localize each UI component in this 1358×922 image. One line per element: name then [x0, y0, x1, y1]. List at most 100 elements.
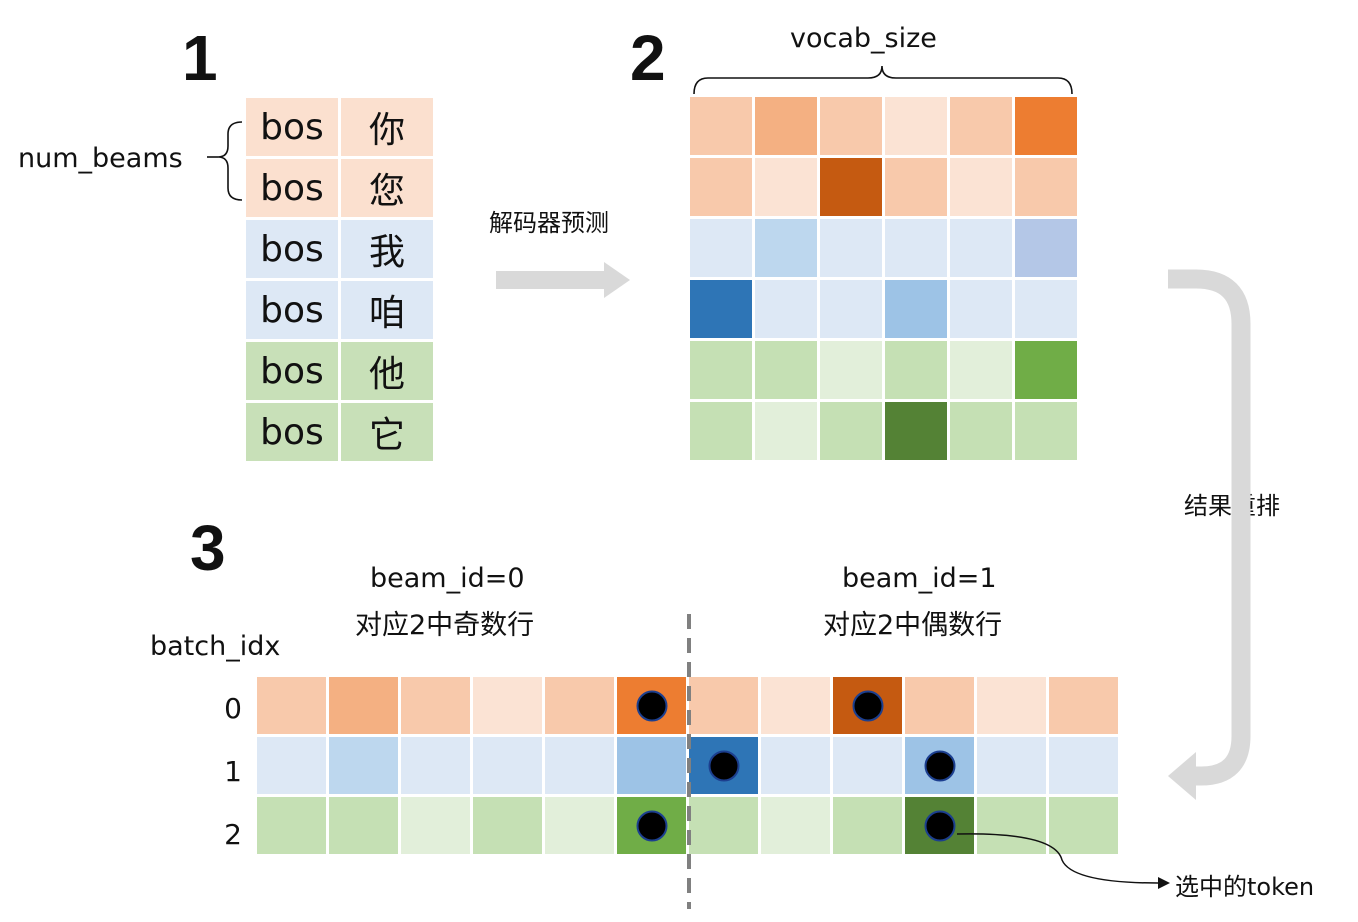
- beam-word-cell: 我: [341, 220, 433, 278]
- batch-score-cell: [401, 797, 470, 854]
- batch-row-label-2: 2: [224, 818, 242, 851]
- beam-token-cell: bos: [246, 403, 338, 461]
- batch-score-cell: [473, 677, 542, 734]
- batch-score-cell: [1049, 797, 1118, 854]
- vocab-score-cell: [885, 158, 947, 216]
- vocab-score-cell: [885, 97, 947, 155]
- batch-score-cell: [905, 677, 974, 734]
- batch-score-cell: [761, 677, 830, 734]
- batch-score-cell: [689, 797, 758, 854]
- vocab-score-cell: [690, 280, 752, 338]
- vocab-score-cell: [1015, 219, 1077, 277]
- beam-token-cell: bos: [246, 281, 338, 339]
- batch-score-cell: [473, 797, 542, 854]
- vocab-score-cell: [690, 158, 752, 216]
- beam-token-cell: bos: [246, 220, 338, 278]
- vocab-score-cell: [755, 97, 817, 155]
- vocab-score-cell: [950, 158, 1012, 216]
- beam-token-cell: bos: [246, 159, 338, 217]
- vocab-score-cell: [755, 402, 817, 460]
- prediction-grid: [690, 97, 1077, 460]
- step-1-number: 1: [182, 22, 218, 94]
- step-2-number: 2: [630, 22, 666, 94]
- batch-row-label-0: 0: [224, 692, 242, 725]
- batch-score-cell: [689, 677, 758, 734]
- vocab-score-cell: [755, 280, 817, 338]
- vocab-score-cell: [950, 219, 1012, 277]
- beam-word-cell: 你: [341, 98, 433, 156]
- batch-score-cell: [1049, 677, 1118, 734]
- selected-token-dot: [708, 750, 739, 781]
- selected-pointer-line: [956, 833, 1159, 884]
- decoder-arrow: [496, 262, 630, 298]
- vocab-score-cell: [950, 402, 1012, 460]
- vocab-score-cell: [690, 402, 752, 460]
- beam1-title: beam_id=1: [842, 563, 997, 594]
- selected-token-dot: [636, 690, 667, 721]
- vocab-score-cell: [755, 158, 817, 216]
- num-beams-label: num_beams: [18, 143, 183, 174]
- batch-score-cell: [905, 797, 974, 854]
- beam-word-cell: 您: [341, 159, 433, 217]
- vocab-score-cell: [820, 280, 882, 338]
- batch-score-cell: [761, 797, 830, 854]
- vocab-score-cell: [885, 280, 947, 338]
- batch-score-cell: [1049, 737, 1118, 794]
- batch-score-cell: [257, 677, 326, 734]
- vocab-score-cell: [950, 97, 1012, 155]
- batch-score-cell: [545, 797, 614, 854]
- selected-token-dot: [636, 810, 667, 841]
- selected-pointer-arrowhead: [1158, 877, 1170, 889]
- batch-score-cell: [329, 797, 398, 854]
- batch-score-cell: [617, 677, 686, 734]
- batch-score-cell: [833, 737, 902, 794]
- selected-token-dot: [852, 690, 883, 721]
- step-3-number: 3: [190, 512, 226, 584]
- batch-score-cell: [401, 677, 470, 734]
- vocab-score-cell: [1015, 97, 1077, 155]
- batch-score-cell: [257, 797, 326, 854]
- beam0-subtitle: 对应2中奇数行: [355, 610, 535, 641]
- reorder-arrowhead: [1168, 752, 1196, 800]
- batch-score-cell: [977, 737, 1046, 794]
- vocab-score-cell: [755, 219, 817, 277]
- vocab-score-cell: [1015, 280, 1077, 338]
- batch-score-cell: [473, 737, 542, 794]
- batch-score-cell: [977, 677, 1046, 734]
- batch-score-cell: [977, 797, 1046, 854]
- batch-score-cell: [545, 737, 614, 794]
- vocab-score-cell: [1015, 341, 1077, 399]
- vocab-score-cell: [950, 280, 1012, 338]
- vocab-score-cell: [820, 402, 882, 460]
- vocab-score-cell: [1015, 158, 1077, 216]
- batch-score-cell: [545, 677, 614, 734]
- vocab-score-cell: [690, 219, 752, 277]
- batch-score-cell: [833, 677, 902, 734]
- batch-score-cell: [905, 737, 974, 794]
- vocab-score-cell: [820, 219, 882, 277]
- beam1-subtitle: 对应2中偶数行: [823, 610, 1003, 641]
- vocab-score-cell: [885, 402, 947, 460]
- vocab-size-brace: [693, 65, 1073, 95]
- vocab-score-cell: [885, 219, 947, 277]
- batch-score-cell: [401, 737, 470, 794]
- batch-score-cell: [617, 797, 686, 854]
- batch-score-cell: [689, 737, 758, 794]
- beam-token-cell: bos: [246, 98, 338, 156]
- num-beams-brace: [217, 121, 243, 201]
- selected-token-dot: [924, 810, 955, 841]
- vocab-size-label: vocab_size: [790, 23, 937, 54]
- batch-score-cell: [329, 737, 398, 794]
- beam-word-cell: 他: [341, 342, 433, 400]
- batch-score-cell: [833, 797, 902, 854]
- batch-score-cell: [617, 737, 686, 794]
- batch-row-label-1: 1: [224, 755, 242, 788]
- vocab-score-cell: [820, 158, 882, 216]
- vocab-score-cell: [1015, 402, 1077, 460]
- selected-token-label: 选中的token: [1175, 873, 1315, 901]
- batch-score-cell: [329, 677, 398, 734]
- vocab-score-cell: [885, 341, 947, 399]
- vocab-score-cell: [755, 341, 817, 399]
- batch-idx-label: batch_idx: [150, 631, 281, 662]
